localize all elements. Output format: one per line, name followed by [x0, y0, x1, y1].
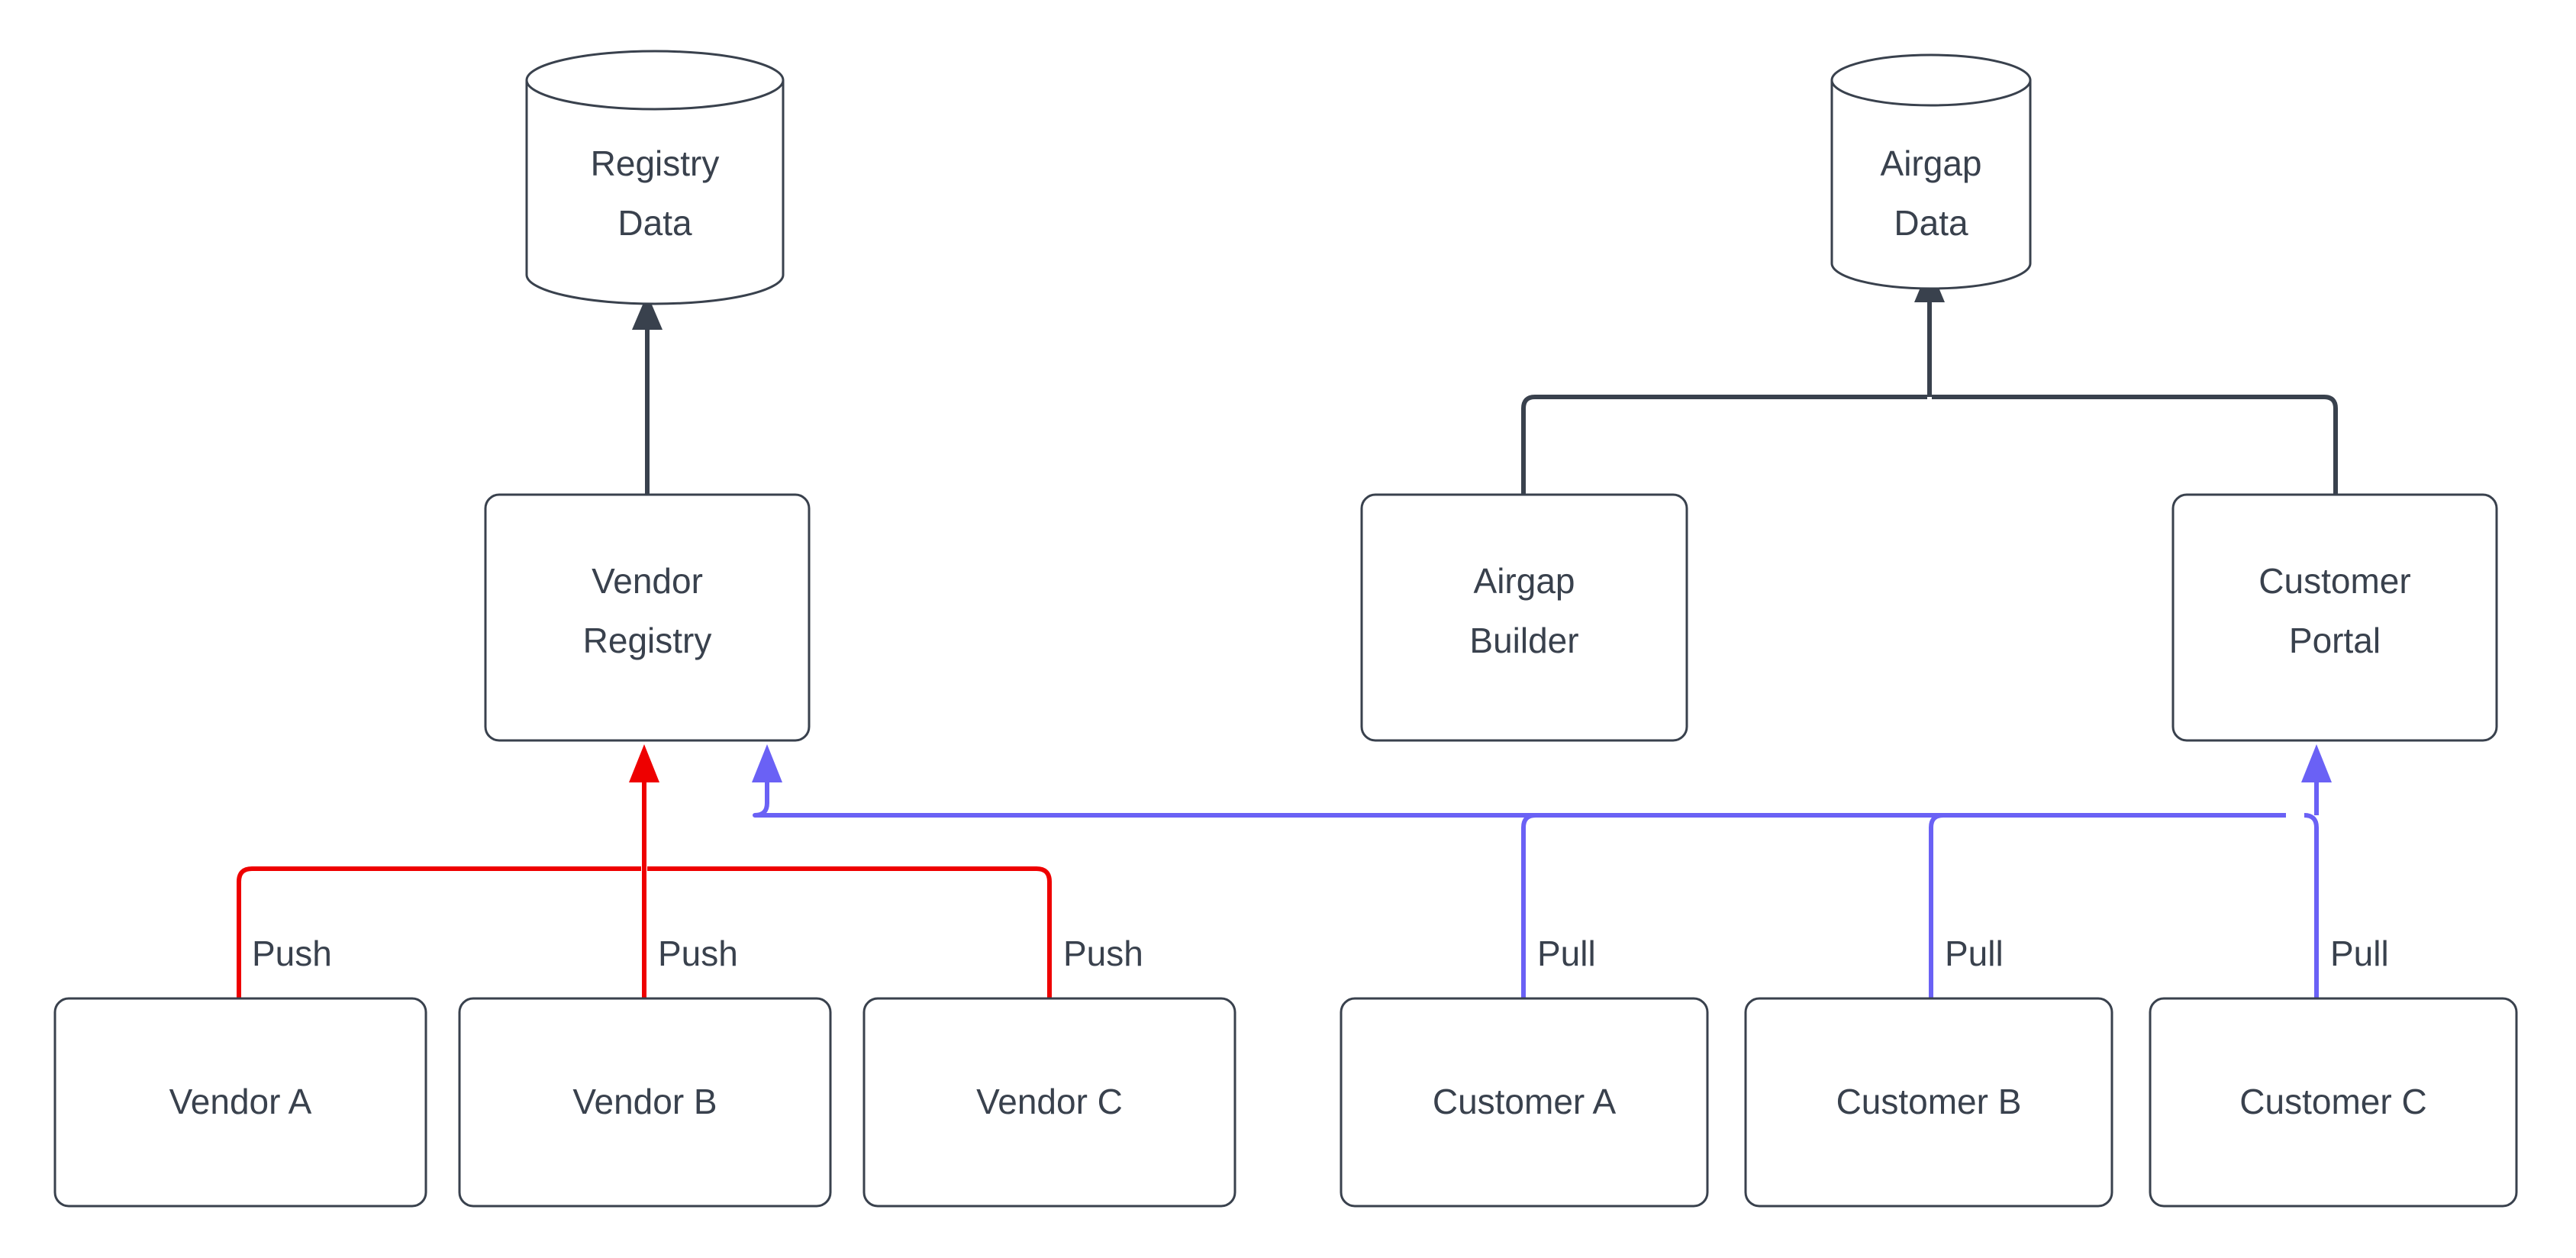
- edge-label-customer-c-pull: Pull: [2330, 934, 2389, 973]
- edge-label-vendor-a-push: Push: [252, 934, 332, 973]
- node-vendor-a[interactable]: Vendor A: [53, 997, 427, 1208]
- node-vendor-b[interactable]: Vendor B: [458, 997, 832, 1208]
- edge-label-vendor-c-push: Push: [1063, 934, 1143, 973]
- datastore-airgap-data-line1: Airgap: [1881, 144, 1982, 183]
- datastore-airgap-data[interactable]: Airgap Data: [1830, 53, 2032, 290]
- node-airgap-builder[interactable]: Airgap Builder: [1360, 493, 1688, 742]
- node-vendor-a-label: Vendor A: [169, 1082, 312, 1121]
- edge-label-customer-a-pull: Pull: [1537, 934, 1596, 973]
- node-vendor-registry[interactable]: Vendor Registry: [484, 493, 811, 742]
- edge-vendor-a-push: [237, 866, 641, 998]
- node-customer-c[interactable]: Customer C: [2149, 997, 2518, 1208]
- node-customer-a-label: Customer A: [1433, 1082, 1617, 1121]
- edge-airgap-builder-to-airgap-data: [1521, 395, 1927, 495]
- datastore-registry-data[interactable]: Registry Data: [525, 50, 785, 305]
- edge-pull-bus-to-vendor-registry: [752, 744, 2286, 818]
- datastore-registry-data-line1: Registry: [591, 144, 720, 183]
- node-vendor-c-label: Vendor C: [976, 1082, 1123, 1121]
- node-vendor-registry-line2: Registry: [583, 621, 712, 660]
- edge-customer-c-pull: [2301, 744, 2332, 998]
- node-vendor-b-label: Vendor B: [572, 1082, 717, 1121]
- edge-label-customer-b-pull: Pull: [1945, 934, 2004, 973]
- node-vendor-registry-line1: Vendor: [592, 561, 703, 601]
- edge-vendor-registry-to-registry-data: [632, 294, 663, 495]
- node-airgap-builder-line2: Builder: [1469, 621, 1578, 660]
- edge-customer-a-pull: [1521, 813, 1536, 998]
- node-airgap-builder-line1: Airgap: [1474, 561, 1575, 601]
- node-customer-a[interactable]: Customer A: [1340, 997, 1709, 1208]
- edge-vendor-c-push: [647, 866, 1052, 998]
- node-customer-b[interactable]: Customer B: [1744, 997, 2113, 1208]
- node-customer-b-label: Customer B: [1836, 1082, 2022, 1121]
- datastore-registry-data-line2: Data: [617, 203, 692, 243]
- edge-customer-b-pull: [1929, 813, 1944, 998]
- node-customer-portal-line1: Customer: [2258, 561, 2410, 601]
- datastore-airgap-data-line2: Data: [1894, 203, 1968, 243]
- node-customer-c-label: Customer C: [2239, 1082, 2426, 1121]
- node-customer-portal[interactable]: Customer Portal: [2171, 493, 2498, 742]
- edge-push-riser-to-vendor-registry: [629, 744, 659, 869]
- node-vendor-c[interactable]: Vendor C: [862, 997, 1236, 1208]
- edge-label-vendor-b-push: Push: [658, 934, 738, 973]
- edge-customer-portal-to-airgap-data: [1932, 395, 2338, 495]
- node-customer-portal-line2: Portal: [2289, 621, 2381, 660]
